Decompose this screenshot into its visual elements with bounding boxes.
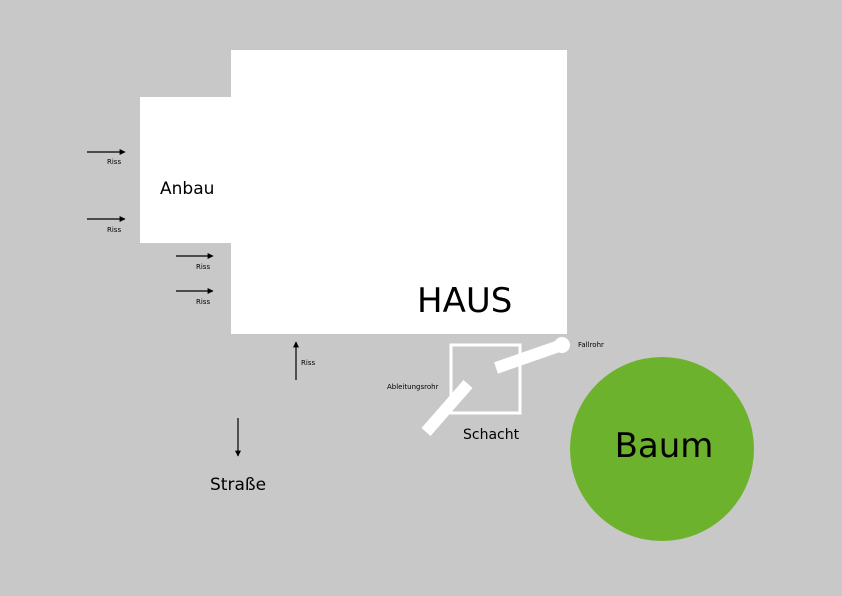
drain-pipe-label: Ableitungsrohr — [387, 383, 439, 391]
street-label: Straße — [210, 475, 266, 495]
house-label: HAUS — [417, 281, 512, 321]
drain-pipe — [421, 380, 473, 436]
crack-arrow: Riss — [176, 253, 214, 271]
manhole-label: Schacht — [463, 427, 520, 443]
crack-arrow: Riss — [87, 149, 126, 166]
downpipe-end — [554, 337, 570, 353]
tree-shape — [570, 357, 754, 541]
downpipe — [494, 339, 564, 374]
manhole-shape — [449, 343, 522, 415]
crack-label: Riss — [196, 298, 210, 306]
crack-arrow: Riss — [293, 341, 315, 380]
house-shape — [231, 50, 567, 334]
crack-arrow: Riss — [87, 216, 126, 234]
crack-label: Riss — [301, 359, 315, 367]
annex-label: Anbau — [160, 179, 214, 199]
downpipe-label: Fallrohr — [578, 341, 604, 349]
tree-label: Baum — [615, 426, 714, 466]
annex-shape — [140, 97, 232, 243]
crack-label: Riss — [107, 226, 121, 234]
crack-arrow: Riss — [176, 288, 214, 306]
crack-label: Riss — [196, 263, 210, 271]
crack-label: Riss — [107, 158, 121, 166]
